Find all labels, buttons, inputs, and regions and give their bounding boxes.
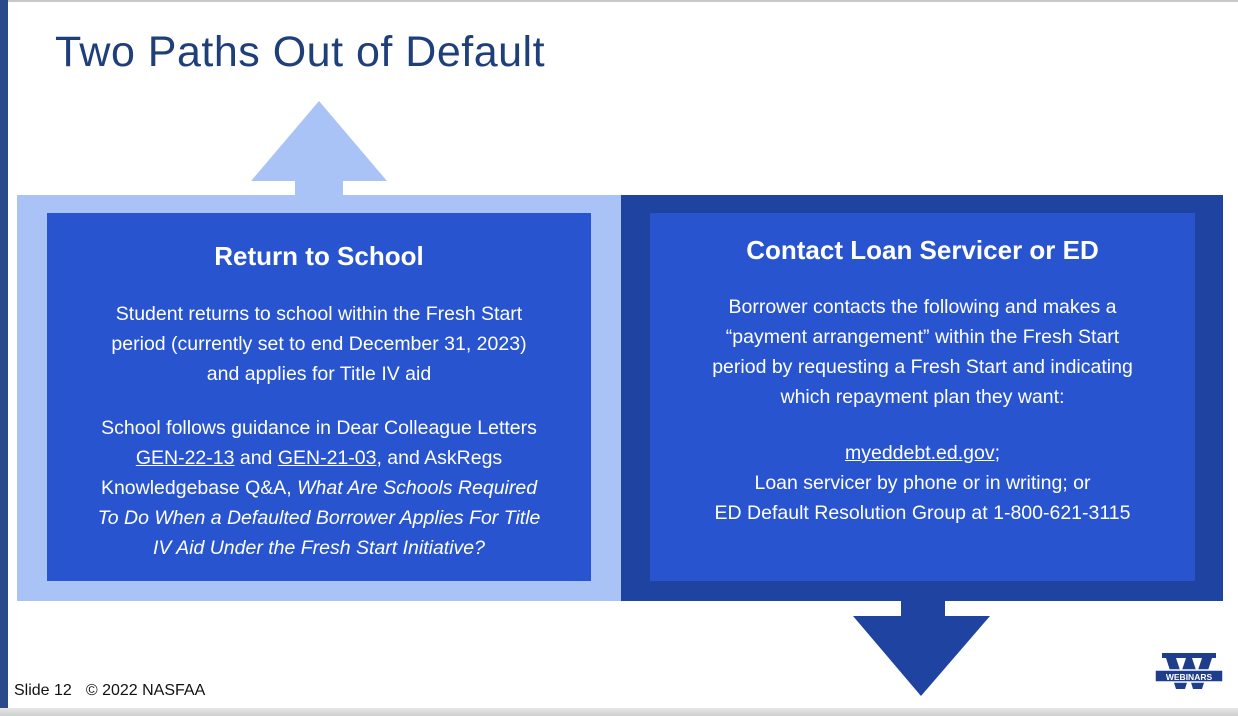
copyright: © 2022 NASFAA bbox=[85, 682, 206, 699]
myeddebt-link[interactable]: myeddebt.ed.gov bbox=[844, 442, 995, 464]
left-p2-line3a: Knowledgebase Q&A, bbox=[100, 477, 298, 499]
down-arrow-icon bbox=[853, 600, 990, 696]
slide-footer: Slide 12 © 2022 NASFAA bbox=[14, 682, 205, 700]
link-suffix: ; bbox=[994, 442, 1001, 464]
contact-servicer-description: Borrower contacts the following and make… bbox=[668, 292, 1177, 412]
left-p2-line4: To Do When a Defaulted Borrower Applies … bbox=[97, 507, 541, 529]
right-p1-line3: period by requesting a Fresh Start and i… bbox=[712, 356, 1133, 378]
left-p2-line5: IV Aid Under the Fresh Start Initiative? bbox=[152, 537, 485, 559]
right-p1-line2: “payment arrangement” within the Fresh S… bbox=[725, 326, 1120, 348]
logo-text: WEBINARS bbox=[1166, 672, 1213, 682]
top-border bbox=[0, 0, 1238, 2]
slide-bottom-edge bbox=[0, 708, 1238, 716]
right-p1-line1: Borrower contacts the following and make… bbox=[728, 296, 1117, 318]
return-to-school-description: Student returns to school within the Fre… bbox=[65, 299, 573, 389]
left-accent-bar bbox=[0, 0, 8, 716]
contact-options: myeddebt.ed.gov; Loan servicer by phone … bbox=[668, 438, 1177, 528]
and-text: and bbox=[234, 447, 278, 469]
slide-number: Slide 12 bbox=[14, 682, 72, 699]
contact-servicer-heading: Contact Loan Servicer or ED bbox=[746, 235, 1099, 265]
webinars-logo: WEBINARS bbox=[1154, 651, 1224, 695]
return-to-school-heading: Return to School bbox=[214, 241, 424, 271]
gen-22-13-link[interactable]: GEN-22-13 bbox=[135, 447, 235, 469]
loan-servicer-line: Loan servicer by phone or in writing; or bbox=[754, 472, 1091, 494]
left-p2-line3b: What Are Schools Required bbox=[297, 477, 538, 499]
slide-title: Two Paths Out of Default bbox=[55, 28, 546, 76]
contact-servicer-panel: Contact Loan Servicer or ED Borrower con… bbox=[650, 213, 1195, 581]
return-to-school-panel: Return to School Student returns to scho… bbox=[47, 213, 591, 581]
up-arrow-icon bbox=[251, 101, 387, 196]
left-p2-line1: School follows guidance in Dear Colleagu… bbox=[101, 417, 537, 439]
gen-21-03-link[interactable]: GEN-21-03 bbox=[277, 447, 377, 469]
left-p1-line3: and applies for Title IV aid bbox=[206, 363, 432, 385]
default-resolution-line: ED Default Resolution Group at 1-800-621… bbox=[714, 502, 1131, 524]
askregs-text: , and AskRegs bbox=[376, 447, 503, 469]
left-p1-line2: period (currently set to end December 31… bbox=[111, 333, 527, 355]
right-p1-line4: which repayment plan they want: bbox=[780, 386, 1065, 408]
left-p1-line1: Student returns to school within the Fre… bbox=[115, 303, 523, 325]
school-guidance-text: School follows guidance in Dear Colleagu… bbox=[65, 413, 573, 563]
